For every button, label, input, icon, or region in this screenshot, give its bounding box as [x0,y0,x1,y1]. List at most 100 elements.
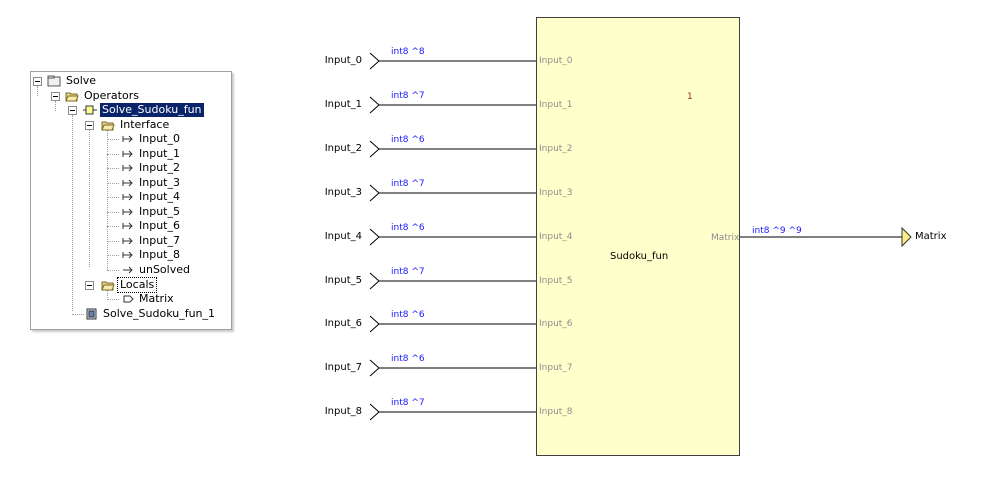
output-arrow-icon [123,266,133,274]
tree-connector [72,115,73,311]
tree-label: Input_0 [139,132,180,145]
tree-label: unSolved [139,263,190,276]
input-name-label: Input_6 [324,318,362,329]
tree-label: Operators [84,89,139,102]
tree-node-interface[interactable]: Interface [31,118,229,132]
tree-connector [107,168,119,169]
tree-label: Input_4 [139,190,180,203]
tree-connector [107,197,119,198]
tree-node-input[interactable]: Input_3 [31,176,229,190]
tree-connector [55,101,56,111]
input-chevron-icon[interactable] [369,140,380,158]
tree-node-input[interactable]: Input_6 [31,219,229,233]
input-type-label: int8 ^7 [391,267,425,277]
input-chevron-icon[interactable] [369,184,380,202]
input-chevron-icon[interactable] [369,96,380,114]
tree-connector [107,255,119,256]
tree-label: Input_1 [139,146,180,160]
tree-node-input[interactable]: Input_7 [31,234,229,248]
tree-connector [107,226,119,227]
input-port-label: Input_4 [539,232,573,242]
collapse-toggle[interactable] [85,121,94,130]
input-chevron-icon[interactable] [369,403,380,421]
input-arrow-icon [122,237,133,244]
tree-node-unsolved[interactable]: unSolved [31,263,229,277]
input-port-label: Input_8 [539,407,573,417]
input-arrow-icon [122,164,133,172]
tree-label: Interface [120,118,170,131]
tree-label: Input_5 [139,204,180,218]
input-name-label: Input_4 [324,231,362,242]
tree-label: Input_6 [139,219,180,232]
folder-open-icon [101,121,115,131]
input-type-label: int8 ^6 [391,135,425,145]
input-name-label: Input_1 [324,99,362,110]
tree-node-solve[interactable]: Solve [31,74,229,88]
tree-node-instance[interactable]: Solve_Sudoku_fun_1 [31,307,229,321]
input-arrow-icon [122,222,133,230]
input-arrow-icon [122,135,133,143]
collapse-toggle[interactable] [51,92,60,101]
tree-connector [37,86,38,96]
tree-label: Input_8 [139,248,180,261]
input-arrow-icon [122,193,133,201]
tree-node-input[interactable]: Input_4 [31,190,229,204]
tree-connector [107,240,119,242]
output-name-label: Matrix [915,231,947,242]
tree-label: Solve [66,74,97,87]
input-chevron-icon[interactable] [369,359,380,377]
tree-connector [107,182,119,184]
folder-open-icon [101,281,115,291]
tree-connector [107,290,108,298]
output-arrow-icon[interactable] [901,226,912,248]
input-type-label: int8 ^8 [391,47,425,57]
collapse-toggle[interactable] [33,77,42,86]
input-name-label: Input_2 [324,143,362,154]
tree-node-matrix[interactable]: Matrix [31,292,229,306]
input-arrow-icon [122,251,133,259]
input-chevron-icon[interactable] [369,52,380,70]
input-chevron-icon[interactable] [369,315,380,333]
operator-block[interactable] [536,17,740,456]
input-arrow-icon [122,150,133,157]
input-port-label: Input_1 [539,100,573,110]
model-tree-panel[interactable]: Solve Operators Solve_Sudoku_fun Interfa… [30,71,232,330]
input-type-label: int8 ^6 [391,223,425,233]
tree-label: Matrix [139,292,174,305]
collapse-toggle[interactable] [68,106,77,115]
tree-connector [107,299,119,300]
input-arrow-icon [122,179,133,186]
input-type-label: int8 ^7 [391,398,425,408]
tree-connector [107,211,119,213]
tree-label: Input_7 [139,233,180,247]
local-variable-icon [123,295,134,303]
input-type-label: int8 ^7 [391,179,425,189]
input-port-label: Input_5 [539,276,573,286]
tree-label: Input_2 [139,161,180,174]
input-chevron-icon[interactable] [369,272,380,290]
tree-label: Solve_Sudoku_fun [100,103,204,117]
tree-node-operators[interactable]: Operators [31,89,229,103]
tree-node-input[interactable]: Input_8 [31,248,229,262]
tree-label: Solve_Sudoku_fun_1 [103,307,216,320]
input-name-label: Input_7 [324,362,362,373]
output-port-label: Matrix [711,233,740,243]
operator-name: Sudoku_fun [610,251,669,262]
tree-node-input[interactable]: Input_1 [31,147,229,161]
input-port-label: Input_6 [539,319,573,329]
tree-node-input[interactable]: Input_2 [31,161,229,175]
input-port-label: Input_7 [539,363,573,373]
input-chevron-icon[interactable] [369,228,380,246]
tree-connector [107,139,119,140]
input-type-label: int8 ^6 [391,354,425,364]
tree-node-locals[interactable]: Locals [31,277,229,293]
tree-node-operator[interactable]: Solve_Sudoku_fun [31,103,229,117]
input-port-label: Input_2 [539,144,573,154]
tree-node-input[interactable]: Input_5 [31,205,229,219]
tree-node-input[interactable]: Input_0 [31,132,229,146]
tree-connector [72,314,84,315]
collapse-toggle[interactable] [85,281,94,290]
project-icon [47,75,61,87]
